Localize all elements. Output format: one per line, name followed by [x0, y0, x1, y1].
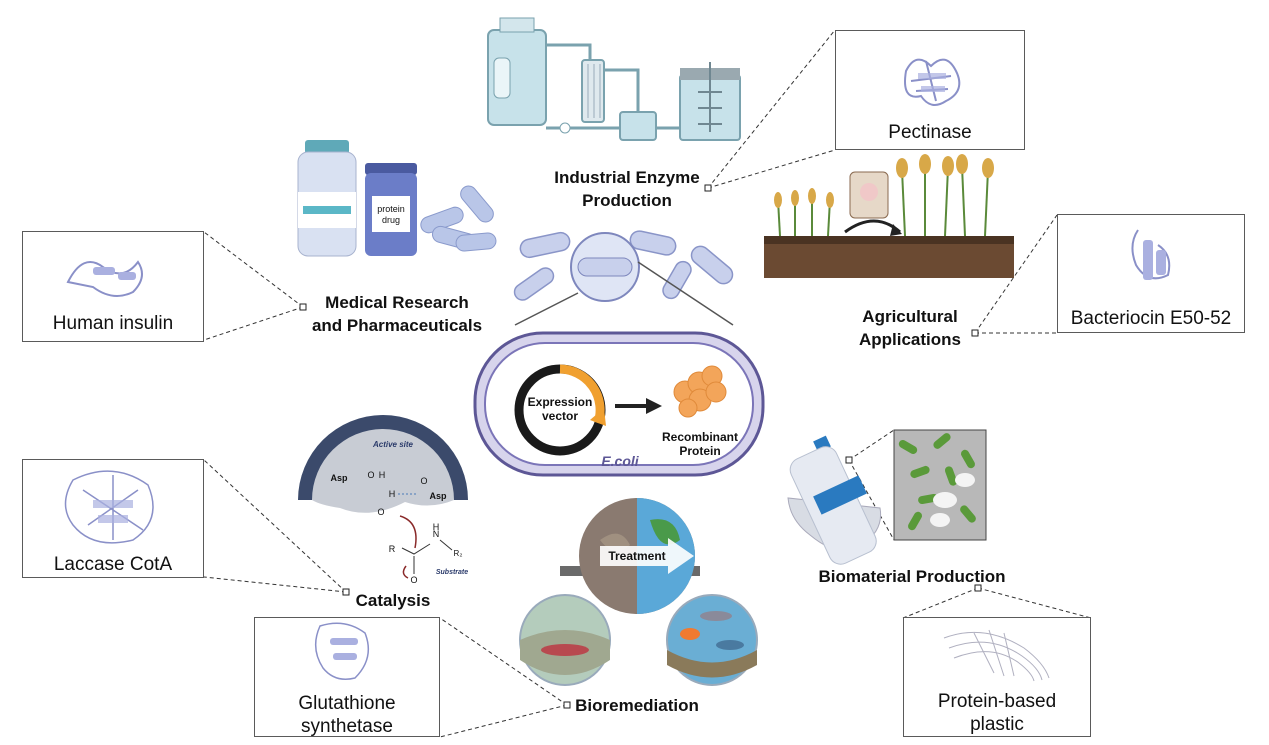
protein-box-laccase: Laccase CotA — [22, 459, 204, 578]
atom-o-4: O — [410, 575, 417, 585]
protein-plastic-label-line2: plastic — [970, 714, 1024, 735]
protein-box-glutathione: Glutathione synthetase — [254, 617, 440, 737]
drug-label-line2: drug — [382, 215, 400, 225]
vector-label-line2: vector — [542, 409, 578, 423]
atom-h-1: H — [379, 470, 386, 480]
laccase-structure-icon — [64, 470, 154, 544]
vector-label-line1: Expression — [528, 395, 593, 409]
category-biomaterial: Biomaterial Production — [818, 567, 1005, 586]
glutathione-structure-icon — [314, 622, 370, 680]
category-medical-line2: and Pharmaceuticals — [312, 316, 482, 335]
atom-o-2: O — [377, 507, 384, 517]
protein-plastic-structure-icon — [943, 629, 1050, 682]
category-agricultural-line1: Agricultural — [862, 307, 957, 326]
pectinase-structure-icon — [904, 58, 961, 106]
atom-o-3: O — [420, 476, 427, 486]
asp-label-1: Asp — [330, 473, 348, 483]
category-medical-line1: Medical Research — [325, 293, 469, 312]
agriculture-illustration — [764, 154, 1014, 278]
catalysis-illustration: Active site Asp Asp O H H O O R N H R₂ O… — [298, 415, 468, 585]
laccase-label: Laccase CotA — [53, 554, 173, 575]
drug-label-line1: protein — [377, 204, 405, 214]
category-industrial-line2: Production — [582, 191, 672, 210]
atom-r: R — [389, 544, 396, 554]
protein-box-protein-plastic: Protein-based plastic — [903, 617, 1091, 737]
product-label-line1: Recombinant — [662, 430, 738, 444]
protein-box-human-insulin: Human insulin — [22, 231, 204, 342]
category-labels: Industrial Enzyme Production Medical Res… — [312, 168, 1006, 715]
atom-h-3: H — [433, 522, 440, 532]
category-bioremediation: Bioremediation — [575, 696, 699, 715]
bacteriocin-label: Bacteriocin E50-52 — [1070, 308, 1232, 329]
atom-h-2: H — [389, 489, 396, 499]
glutathione-label-line2: synthetase — [301, 716, 393, 737]
bioreactor-illustration — [487, 17, 741, 141]
bacteriocin-structure-icon — [1131, 229, 1171, 280]
substrate-label: Substrate — [436, 569, 468, 576]
category-industrial-line1: Industrial Enzyme — [554, 168, 699, 187]
protein-plastic-label-line1: Protein-based — [937, 691, 1057, 712]
human-insulin-label: Human insulin — [52, 313, 174, 334]
protein-box-pectinase: Pectinase — [835, 30, 1025, 150]
connector-lines — [203, 29, 1092, 738]
asp-label-2: Asp — [429, 491, 447, 501]
product-label-line2: Protein — [679, 444, 720, 458]
protein-box-bacteriocin: Bacteriocin E50-52 — [1057, 214, 1245, 333]
category-catalysis: Catalysis — [356, 591, 431, 610]
treatment-label: Treatment — [608, 549, 665, 563]
glutathione-label-line1: Glutathione — [298, 693, 396, 714]
ecoli-label: E.coli — [601, 453, 639, 469]
ecoli-cell: Expression vector Recombinant Protein E.… — [473, 331, 765, 477]
atom-o-1: O — [367, 470, 374, 480]
active-site-label: Active site — [372, 440, 414, 449]
recombinant-protein-blob — [673, 365, 727, 418]
connector-nodes — [299, 184, 982, 709]
bioremediation-illustration: Treatment — [519, 498, 758, 686]
category-agricultural-line2: Applications — [859, 330, 961, 349]
insulin-structure-icon — [66, 260, 143, 297]
pectinase-label: Pectinase — [888, 122, 972, 143]
biomaterial-illustration — [787, 429, 987, 565]
atom-r2: R₂ — [454, 549, 463, 558]
medicine-illustration: protein drug — [297, 140, 497, 257]
atom-n: N — [433, 529, 440, 539]
bacteria-cluster — [513, 230, 734, 326]
